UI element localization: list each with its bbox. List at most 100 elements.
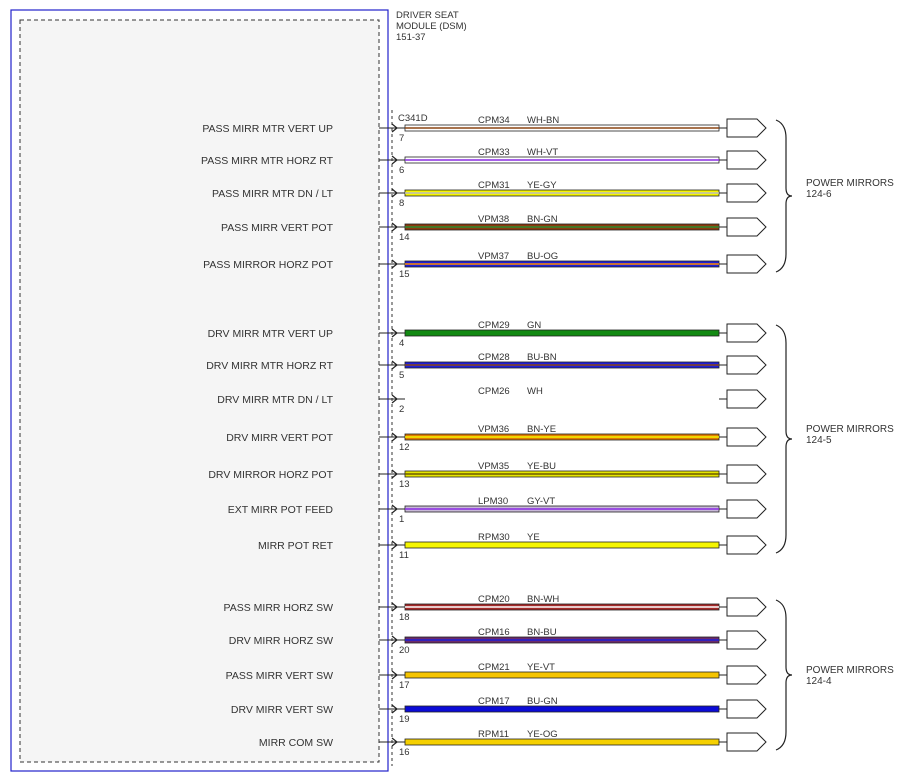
pin-arrow-icon <box>391 469 398 479</box>
circuit-id: VPM38 <box>478 214 509 225</box>
circuit-id: CPM33 <box>478 147 510 158</box>
connector-arrow-icon <box>726 464 767 484</box>
connector-arrow-icon <box>726 732 767 752</box>
wire-color-code: YE-OG <box>527 729 558 740</box>
connector-arrow-icon <box>726 217 767 237</box>
signal-label: PASS MIRR MTR HORZ RT <box>201 155 334 167</box>
pin-arrow-icon <box>391 540 398 550</box>
signal-label: DRV MIRR VERT SW <box>231 704 333 716</box>
signal-label: EXT MIRR POT FEED <box>228 504 334 516</box>
pin-arrow-icon <box>391 259 398 269</box>
connector-arrow-icon <box>726 150 767 170</box>
wire-color-code: BN-BU <box>527 627 557 638</box>
connector-arrow-icon <box>726 254 767 274</box>
circuit-id: CPM28 <box>478 352 510 363</box>
pin-arrow-icon <box>391 737 398 747</box>
circuit-id: VPM35 <box>478 461 509 472</box>
wire-color-code: WH-BN <box>527 115 559 126</box>
wire-color-code: BN-YE <box>527 424 556 435</box>
signal-label: PASS MIRR MTR DN / LT <box>212 188 334 200</box>
signal-label: MIRR COM SW <box>259 737 333 749</box>
group-brace <box>775 599 793 751</box>
pin-number: 5 <box>399 370 404 381</box>
wire-cpm17-body <box>404 705 720 713</box>
wire-color-code: WH-VT <box>527 147 558 158</box>
pin-number: 18 <box>399 612 410 623</box>
connector-arrow-icon <box>726 665 767 685</box>
group-label-ref: 124-4 <box>806 676 832 687</box>
pin-number: 4 <box>399 338 404 349</box>
connector-arrow-icon <box>726 630 767 650</box>
connector-arrow-icon <box>726 427 767 447</box>
wire-cpm21-body <box>404 671 720 679</box>
circuit-id: CPM31 <box>478 180 510 191</box>
wire-color-code: WH <box>527 386 543 397</box>
circuit-id: VPM36 <box>478 424 509 435</box>
wire-color-code: YE-VT <box>527 662 555 673</box>
signal-label: DRV MIRR MTR DN / LT <box>217 394 333 406</box>
wire-rpm30-body <box>404 541 720 549</box>
pin-arrow-icon <box>391 704 398 714</box>
connector-arrow-icon <box>726 183 767 203</box>
circuit-id: RPM30 <box>478 532 510 543</box>
wire-color-code: YE-BU <box>527 461 556 472</box>
connector-arrow-icon <box>726 597 767 617</box>
wire-color-code: YE <box>527 532 540 543</box>
pin-number: 2 <box>399 404 404 415</box>
circuit-id: CPM16 <box>478 627 510 638</box>
connector-arrow-icon <box>726 389 767 409</box>
signal-label: PASS MIRR VERT SW <box>226 670 333 682</box>
circuit-id: CPM34 <box>478 115 510 126</box>
circuit-id: CPM29 <box>478 320 510 331</box>
pin-number: 6 <box>399 165 404 176</box>
connector-arrow-icon <box>726 355 767 375</box>
connector-arrow-icon <box>726 323 767 343</box>
pin-number: 16 <box>399 747 410 758</box>
pin-number: 7 <box>399 133 404 144</box>
connector-arrow-icon <box>726 699 767 719</box>
wire-color-code: BN-WH <box>527 594 559 605</box>
signal-label: DRV MIRR VERT POT <box>226 432 333 444</box>
circuit-id: CPM17 <box>478 696 510 707</box>
signal-label: DRV MIRR MTR VERT UP <box>208 328 333 340</box>
module-title-line-2: MODULE (DSM) <box>396 21 467 32</box>
wire-color-code: BU-BN <box>527 352 557 363</box>
circuit-id: LPM30 <box>478 496 508 507</box>
pin-number: 20 <box>399 645 410 656</box>
circuit-id: VPM37 <box>478 251 509 262</box>
pin-arrow-icon <box>391 123 398 133</box>
wire-color-code: YE-GY <box>527 180 557 191</box>
wire-color-code: BN-GN <box>527 214 558 225</box>
group-brace <box>775 119 793 273</box>
signal-label: DRV MIRR HORZ SW <box>229 635 333 647</box>
pin-number: 17 <box>399 680 410 691</box>
signal-label: DRV MIRROR HORZ POT <box>208 469 333 481</box>
connector-label: C341D <box>398 113 428 124</box>
circuit-id: RPM11 <box>478 729 509 740</box>
pin-number: 15 <box>399 269 410 280</box>
signal-label: PASS MIRR HORZ SW <box>224 602 334 614</box>
pin-arrow-icon <box>391 635 398 645</box>
wire-cpm29-body <box>404 329 720 337</box>
pin-arrow-icon <box>391 328 398 338</box>
wire-rpm11-body <box>404 738 720 746</box>
pin-arrow-icon <box>391 432 398 442</box>
pin-arrow-icon <box>391 360 398 370</box>
pin-number: 11 <box>399 550 409 561</box>
pin-arrow-icon <box>391 394 398 404</box>
pin-arrow-icon <box>391 504 398 514</box>
circuit-id: CPM21 <box>478 662 510 673</box>
module-title-line-1: DRIVER SEAT <box>396 10 459 21</box>
circuit-id: CPM26 <box>478 386 510 397</box>
signal-label: PASS MIRROR HORZ POT <box>203 259 333 271</box>
connector-arrow-icon <box>726 118 767 138</box>
wire-color-code: GY-VT <box>527 496 555 507</box>
connector-arrow-icon <box>726 499 767 519</box>
circuit-id: CPM20 <box>478 594 510 605</box>
pin-arrow-icon <box>391 188 398 198</box>
pin-number: 1 <box>399 514 404 525</box>
group-label-title: POWER MIRRORS <box>806 665 894 676</box>
module-inner-dashed <box>19 19 380 763</box>
